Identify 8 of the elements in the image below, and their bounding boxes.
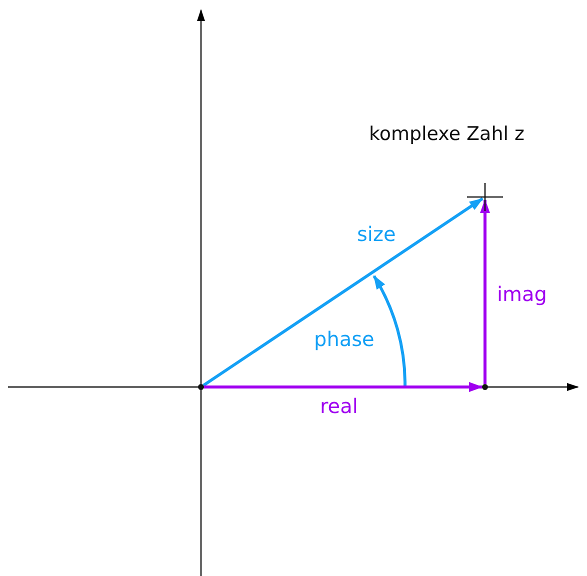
vector-arrow xyxy=(204,382,483,392)
edge-label: imag xyxy=(497,284,547,304)
vector-arrow xyxy=(202,197,484,387)
point-label: komplexe Zahl z xyxy=(369,123,525,145)
vector-arrow xyxy=(480,199,490,384)
edge-label: real xyxy=(320,396,358,416)
edge-label: size xyxy=(357,224,396,244)
angle-label: phase xyxy=(314,329,374,349)
